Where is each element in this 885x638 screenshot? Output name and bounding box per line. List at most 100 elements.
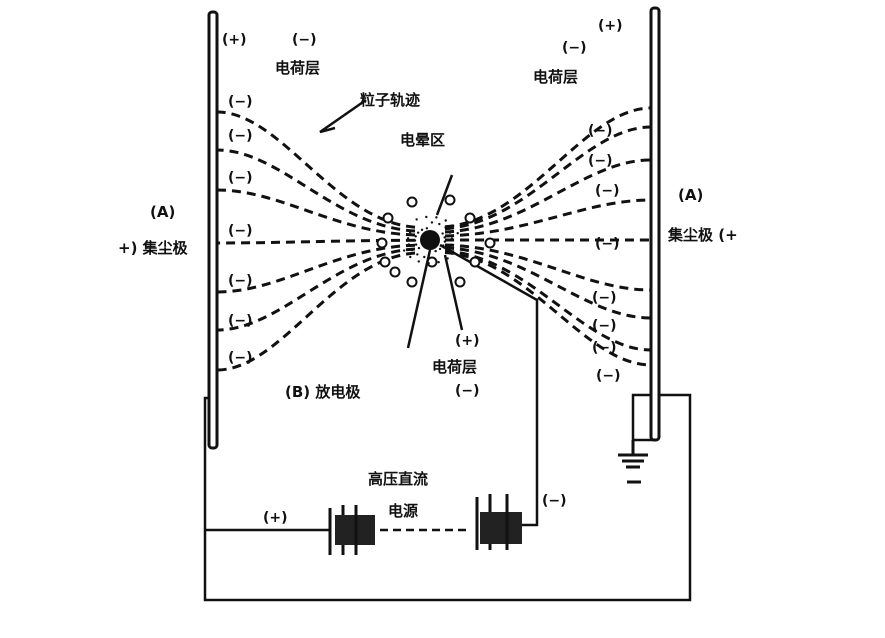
charge-layer-left-label: 电荷层 bbox=[275, 59, 320, 77]
particle-trajectory-line bbox=[216, 238, 416, 245]
charge-layer-right-label: 电荷层 bbox=[533, 68, 578, 86]
charge-minus-label: (−) bbox=[592, 318, 617, 334]
charge-layer-pointer bbox=[443, 254, 464, 331]
charge-minus-label: (−) bbox=[592, 290, 617, 306]
corona-dot bbox=[442, 244, 445, 247]
ion-circle bbox=[484, 237, 496, 249]
ion-circle bbox=[469, 256, 481, 268]
particle-trajectory-line bbox=[444, 106, 652, 229]
ground-icon bbox=[618, 440, 648, 484]
corona-dot bbox=[423, 233, 427, 237]
charge-minus-label: (−) bbox=[596, 368, 621, 384]
corona-pointer bbox=[435, 174, 454, 216]
ion-circle bbox=[376, 237, 388, 249]
particle-trajectory-line bbox=[444, 198, 652, 238]
corona-dot bbox=[434, 242, 438, 246]
ion-circle bbox=[379, 256, 391, 268]
corona-dot bbox=[427, 245, 430, 248]
particle-trajectory-line bbox=[216, 243, 416, 294]
charge-layer-center-label: 电荷层 bbox=[432, 358, 477, 376]
collector-a-right: (A) bbox=[678, 186, 703, 204]
corona-dot bbox=[456, 232, 459, 235]
charge-minus-label: (−) bbox=[228, 350, 253, 366]
ion-circle bbox=[382, 212, 394, 224]
charge-minus-label: (−) bbox=[595, 236, 620, 252]
corona-dot bbox=[438, 222, 441, 226]
sign-plus: (+) bbox=[455, 333, 480, 349]
power-supply-label-1: 高压直流 bbox=[368, 470, 428, 488]
collector-plate-right bbox=[649, 6, 661, 442]
corona-dot bbox=[436, 240, 439, 244]
particle-trajectory-line bbox=[444, 243, 652, 292]
particle-trajectory-line bbox=[444, 125, 652, 231]
corona-dot bbox=[426, 232, 429, 236]
charge-minus-label: (−) bbox=[595, 183, 620, 199]
circuit-wire-outer bbox=[203, 393, 692, 602]
corona-dot bbox=[402, 249, 406, 252]
particle-trajectory-line bbox=[216, 188, 416, 237]
corona-dot bbox=[420, 237, 424, 241]
corona-dot bbox=[437, 260, 440, 264]
corona-dot bbox=[408, 231, 412, 234]
corona-dot bbox=[450, 243, 453, 246]
corona-dot bbox=[417, 246, 421, 250]
ion-circle bbox=[406, 276, 418, 288]
corona-dot bbox=[441, 232, 444, 235]
particle-trajectory-line bbox=[444, 158, 652, 234]
corona-dot bbox=[414, 243, 418, 246]
corona-dot bbox=[417, 260, 420, 263]
corona-dot bbox=[409, 255, 412, 259]
ion-circle bbox=[389, 266, 401, 278]
corona-dot bbox=[414, 235, 417, 238]
charge-minus-label: (−) bbox=[228, 223, 253, 239]
corona-dot bbox=[430, 245, 433, 248]
battery-cell-left bbox=[328, 505, 375, 555]
corona-dot bbox=[434, 249, 437, 253]
corona-dot bbox=[450, 237, 454, 240]
corona-dot bbox=[423, 255, 426, 259]
corona-dot bbox=[416, 231, 420, 234]
corona-zone bbox=[376, 194, 496, 288]
trajectory-pointer bbox=[319, 98, 367, 134]
sign-plus: (+) bbox=[263, 510, 288, 526]
corona-dot bbox=[435, 216, 438, 219]
charge-minus-label: (−) bbox=[588, 123, 613, 139]
battery-cell-right bbox=[475, 494, 522, 550]
corona-dot bbox=[444, 219, 447, 222]
corona-dot bbox=[420, 228, 424, 232]
particle-trajectory-label: 粒子轨迹 bbox=[360, 91, 420, 109]
collector-right-label: 集尘极 (+ bbox=[667, 226, 738, 244]
charge-minus-label: (−) bbox=[228, 273, 253, 289]
corona-dot bbox=[428, 232, 432, 235]
charge-minus-label: (−) bbox=[592, 340, 617, 356]
charge-minus-label: (−) bbox=[228, 128, 253, 144]
corona-dot bbox=[438, 247, 442, 251]
corona-dot bbox=[444, 226, 447, 229]
sign-minus: (−) bbox=[455, 383, 480, 399]
corona-dot bbox=[416, 253, 419, 256]
sign-minus: (−) bbox=[562, 40, 587, 56]
corona-dot bbox=[451, 224, 455, 228]
corona-dot bbox=[431, 232, 434, 236]
ion-circle bbox=[454, 276, 466, 288]
corona-dot bbox=[425, 215, 428, 219]
collector-left-label: +) 集尘极 bbox=[118, 239, 189, 257]
wire-to-discharge-electrode bbox=[439, 243, 539, 527]
power-supply-label-2: 电源 bbox=[388, 502, 418, 520]
charge-minus-label: (−) bbox=[228, 94, 253, 110]
corona-dot bbox=[448, 231, 452, 234]
charge-minus-label: (−) bbox=[228, 313, 253, 329]
particle-trajectory-line bbox=[444, 246, 652, 320]
collector-plate-left bbox=[207, 10, 219, 450]
corona-dot bbox=[413, 239, 417, 242]
corona-dot bbox=[410, 248, 414, 252]
corona-dot bbox=[421, 235, 425, 238]
ion-circle bbox=[406, 196, 418, 208]
discharge-electrode-label: (B) 放电极 bbox=[285, 383, 361, 401]
corona-dot bbox=[430, 221, 434, 224]
ion-circle bbox=[464, 212, 476, 224]
charge-minus-label: (−) bbox=[228, 170, 253, 186]
corona-dot bbox=[443, 240, 447, 243]
